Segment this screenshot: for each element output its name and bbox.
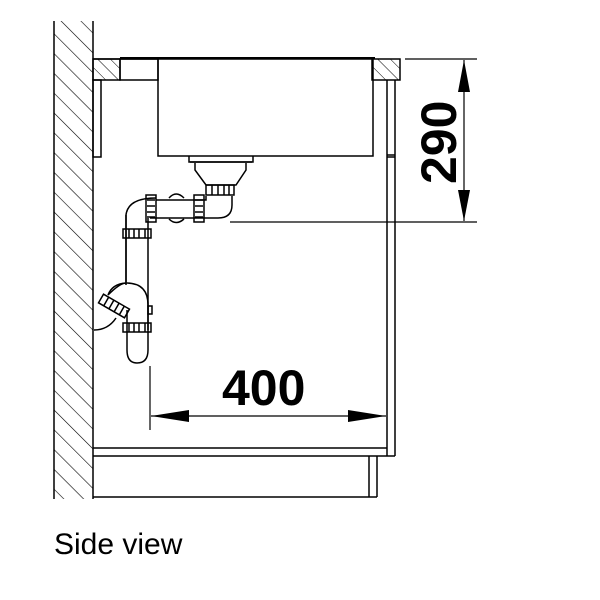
sink-bowl (120, 57, 375, 157)
dimension-400-label: 400 (222, 360, 305, 416)
bottle-trap (93, 282, 153, 364)
wall (53, 21, 94, 499)
dimension-290-lines (230, 58, 477, 223)
trap-pipework (122, 193, 233, 330)
dimension-290-label: 290 (411, 101, 467, 184)
worktop-left (92, 58, 159, 158)
dimension-400-lines (149, 366, 386, 430)
plinth (93, 456, 378, 498)
diagram-caption: Side view (54, 528, 183, 561)
worktop-right (371, 58, 401, 81)
drain-strainer (188, 156, 254, 196)
cabinet-base (93, 447, 387, 457)
cabinet-front (386, 80, 396, 457)
